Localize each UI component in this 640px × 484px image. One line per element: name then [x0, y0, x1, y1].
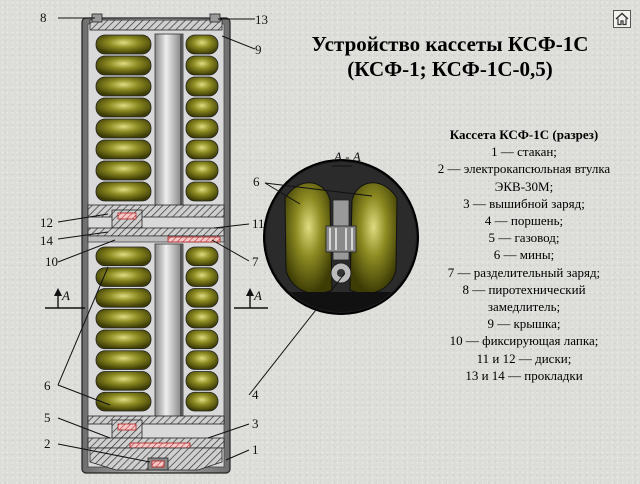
mine [95, 181, 152, 202]
mine [185, 118, 219, 139]
title-line-1: Устройство кассеты КСФ-1С [311, 32, 589, 56]
legend-item: замедлитель; [487, 299, 561, 315]
mine [95, 118, 152, 139]
section-arrow-label-left: А [61, 288, 70, 303]
callout-7: 7 [252, 254, 259, 269]
mine [95, 246, 152, 267]
legend-item: 5 — газовод; [488, 230, 560, 246]
mine [95, 139, 152, 160]
legend-item: 2 — электрокапсюльная втулка [437, 161, 611, 177]
legend-item: 8 — пиротехнический [462, 281, 586, 297]
legend-item: 7 — разделительный заряд; [447, 264, 601, 280]
mine [95, 350, 152, 370]
mine [95, 371, 152, 391]
section-view [263, 159, 419, 315]
mine [185, 246, 219, 267]
section-arrow-left-icon [54, 288, 62, 296]
legend-item: 3 — вышибной заряд; [463, 195, 585, 211]
callout-9: 9 [255, 42, 262, 57]
mine [185, 329, 219, 350]
mine [185, 391, 219, 412]
mine [185, 55, 219, 76]
mine [185, 267, 219, 287]
mine [185, 288, 219, 308]
callout-1: 1 [252, 442, 259, 457]
legend-item: 9 — крышка; [487, 316, 561, 332]
callout-8: 10 [45, 254, 58, 269]
mines-group [95, 34, 219, 412]
mine [95, 267, 152, 287]
legend: Кассета КСФ-1С (разрез) 1 — стакан; 2 — … [424, 126, 624, 384]
mine [95, 308, 152, 329]
callout-2: 2 [44, 436, 51, 451]
mine [185, 139, 219, 160]
legend-item: 6 — мины; [493, 247, 555, 263]
callout-6-section: 6 [253, 174, 260, 189]
mine [185, 97, 219, 118]
legend-item: 10 — фиксирующая лапка; [449, 333, 599, 349]
mine [95, 329, 152, 350]
legend-item: 13 и 14 — прокладки [465, 367, 583, 383]
title-line-2: (КСФ-1; КСФ-1С-0,5) [347, 57, 553, 81]
callout-10: 8 [40, 10, 47, 25]
mine [185, 308, 219, 329]
legend-item: ЭКВ-30М; [494, 178, 554, 194]
callout-11: 11 [252, 216, 265, 231]
callout-numbers: 8 13 9 12 14 10 11 7 6 5 2 3 1 4 6 А - А… [40, 10, 361, 457]
mine [185, 34, 219, 55]
mine [95, 160, 152, 181]
mine [185, 76, 219, 97]
section-arrow-label-right: А [253, 288, 262, 303]
callout-13: 13 [255, 12, 268, 27]
mine [95, 97, 152, 118]
mine [95, 55, 152, 76]
callout-3: 3 [252, 416, 259, 431]
callout-5: 4 [252, 387, 259, 402]
mine [95, 76, 152, 97]
callout-6-left: 6 [44, 378, 51, 393]
mine [95, 34, 152, 55]
mine [95, 391, 152, 412]
home-button[interactable] [613, 10, 631, 28]
callout-12: 12 [40, 215, 53, 230]
legend-item: 4 — поршень; [484, 213, 564, 229]
home-icon [615, 12, 629, 26]
mine [185, 350, 219, 370]
callout-14: 14 [40, 233, 54, 248]
callout-lines [45, 17, 373, 463]
mine [185, 160, 219, 181]
callout-4: 5 [44, 410, 51, 425]
mine [185, 181, 219, 202]
mine [95, 288, 152, 308]
legend-item: 11 и 12 — диски; [476, 350, 572, 366]
section-label: А - А [333, 149, 361, 164]
section-arrow-right-icon [246, 288, 254, 296]
mine [185, 371, 219, 391]
legend-heading: Кассета КСФ-1С (разрез) [449, 127, 599, 142]
page-title: Устройство кассеты КСФ-1С (КСФ-1; КСФ-1С… [300, 32, 600, 82]
legend-item: 1 — стакан; [491, 144, 557, 160]
